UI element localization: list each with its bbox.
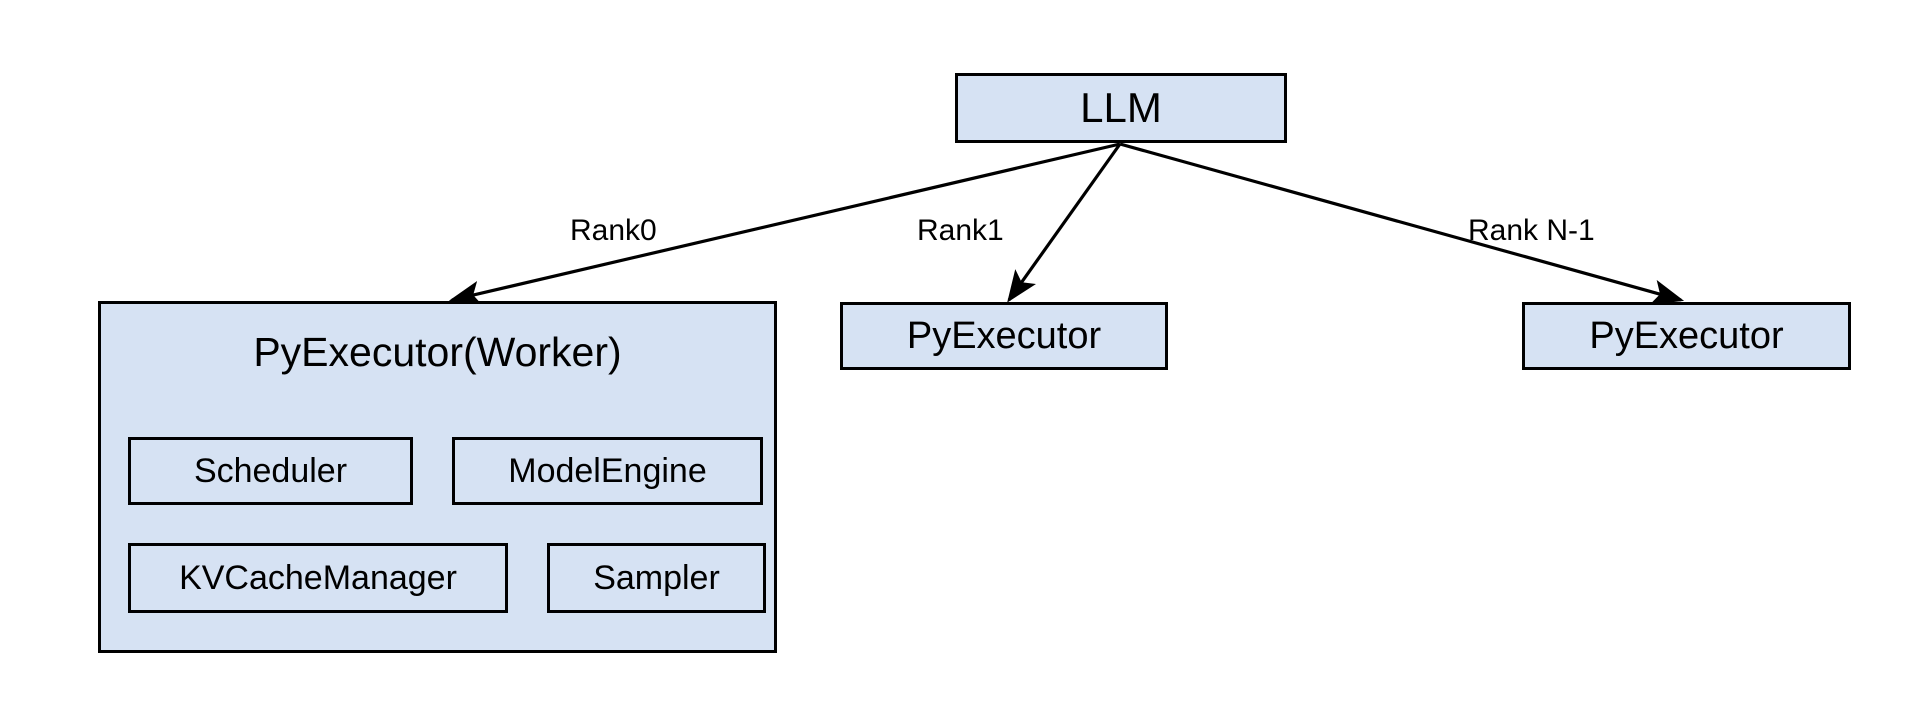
node-kv-cache-manager-label: KVCacheManager <box>179 559 457 597</box>
node-pyexecutor-rank1-label: PyExecutor <box>906 315 1102 357</box>
edge-llm-to-pyexecutor-rankn <box>1119 142 1685 305</box>
node-model-engine[interactable]: ModelEngine <box>452 437 763 505</box>
edge-llm-to-pyexecutor-rank1 <box>1007 143 1122 303</box>
node-kv-cache-manager[interactable]: KVCacheManager <box>128 543 508 613</box>
node-model-engine-label: ModelEngine <box>508 452 707 490</box>
node-pyexecutor-rankn[interactable]: PyExecutor <box>1522 302 1851 370</box>
node-sampler-label: Sampler <box>593 559 720 597</box>
edge-label-rank-n-1: Rank N-1 <box>1468 214 1595 247</box>
node-scheduler[interactable]: Scheduler <box>128 437 413 505</box>
node-llm-label: LLM <box>1080 84 1162 131</box>
edge-label-rank0: Rank0 <box>570 214 657 247</box>
node-pyexecutor-worker[interactable]: PyExecutor(Worker) Scheduler ModelEngine… <box>98 301 777 653</box>
edge-label-rank1: Rank1 <box>917 214 1004 247</box>
node-sampler[interactable]: Sampler <box>547 543 766 613</box>
node-pyexecutor-rank1[interactable]: PyExecutor <box>840 302 1168 370</box>
node-pyexecutor-worker-label: PyExecutor(Worker) <box>253 329 622 375</box>
edge-llm-to-worker <box>448 142 1121 306</box>
node-pyexecutor-rankn-label: PyExecutor <box>1589 315 1784 357</box>
node-llm[interactable]: LLM <box>955 73 1287 143</box>
node-scheduler-label: Scheduler <box>193 452 348 490</box>
